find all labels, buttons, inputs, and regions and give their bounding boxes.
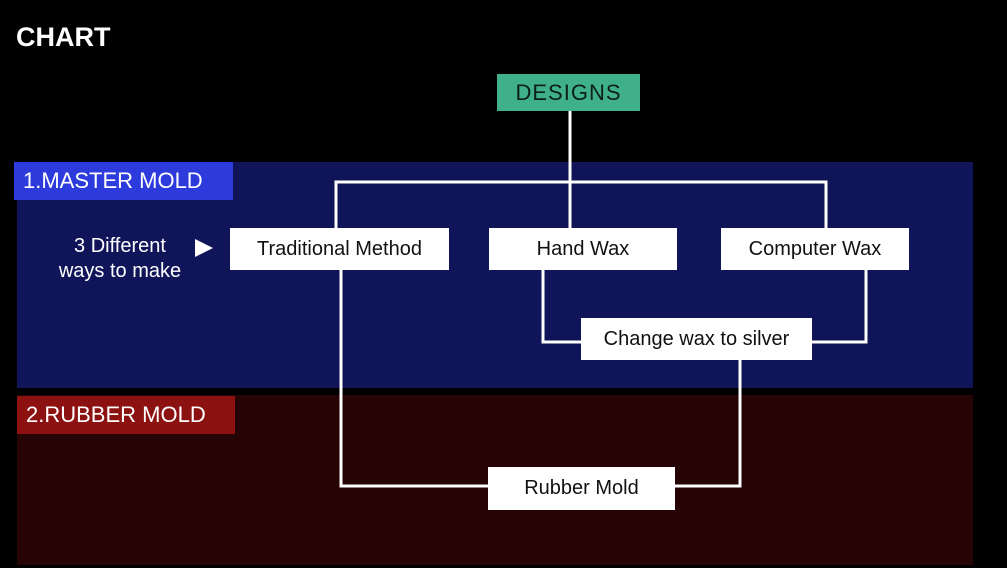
- computer-wax-node: Computer Wax: [721, 228, 909, 270]
- connector-computerwax-change: [811, 270, 868, 344]
- hand-wax-node: Hand Wax: [489, 228, 677, 270]
- chart-title: CHART: [16, 22, 111, 52]
- connector-traditional-rubber: [339, 270, 488, 488]
- rubber-mold-node: Rubber Mold: [488, 467, 675, 510]
- traditional-method-node: Traditional Method: [230, 228, 449, 270]
- connector-change-rubber: [675, 360, 742, 488]
- ways-note-line2: ways to make: [58, 260, 182, 282]
- ways-note: 3 Different ways to make: [40, 234, 200, 284]
- master-mold-label: 1.MASTER MOLD: [14, 162, 233, 200]
- change-wax-to-silver-node: Change wax to silver: [581, 318, 812, 360]
- rubber-mold-label: 2.RUBBER MOLD: [17, 396, 235, 434]
- right-triangle-icon: [195, 239, 213, 257]
- connector-handwax-change: [541, 270, 582, 344]
- connector-crossbar: [334, 180, 828, 228]
- ways-note-line1: 3 Different: [74, 235, 166, 257]
- designs-node: DESIGNS: [497, 74, 640, 111]
